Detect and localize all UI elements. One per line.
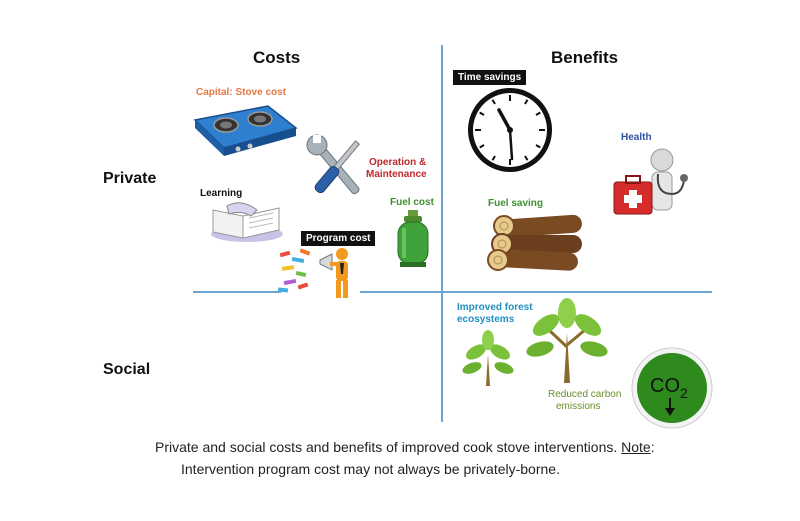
caption-note-word: Note	[621, 439, 651, 455]
vertical-divider	[441, 45, 443, 422]
horizontal-divider-left	[193, 291, 281, 293]
health-label: Health	[621, 132, 652, 143]
private-row-label: Private	[103, 170, 157, 187]
fuel-cost-label: Fuel cost	[390, 197, 434, 208]
learning-book-icon	[211, 202, 283, 242]
co2-text: CO	[650, 375, 680, 397]
gas-cylinder-icon	[397, 210, 429, 267]
social-row-label: Social	[103, 361, 151, 378]
co2-reduction-icon: CO 2	[631, 347, 713, 429]
caption-line-1: Private and social costs and benefits of…	[155, 439, 655, 455]
costs-header: Costs	[253, 48, 301, 67]
caption-main-text: Private and social costs and benefits of…	[155, 439, 622, 455]
operation-maintenance-label-line1: Operation &	[369, 157, 427, 168]
operation-maintenance-label-line2: Maintenance	[366, 169, 427, 180]
health-doctor-kit-icon	[613, 148, 688, 215]
caption-line-2: Intervention program cost may not always…	[181, 461, 560, 477]
improved-forest-label-line2: ecosystems	[457, 314, 515, 325]
clock-icon	[468, 88, 552, 172]
firewood-logs-icon	[487, 214, 582, 271]
fuel-saving-label: Fuel saving	[488, 198, 544, 209]
reduced-carbon-label-line1: Reduced carbon	[548, 389, 622, 400]
horizontal-divider-right	[360, 291, 712, 293]
time-savings-label: Time savings	[453, 70, 527, 85]
benefits-header: Benefits	[551, 48, 619, 67]
capital-stove-cost-label: Capital: Stove cost	[196, 87, 287, 98]
wrench-screwdriver-icon	[306, 134, 361, 195]
caption-note-colon: :	[650, 439, 655, 455]
gas-stove-icon	[193, 105, 298, 156]
improved-forest-label-line1: Improved forest	[457, 302, 533, 313]
learning-label: Learning	[200, 188, 243, 199]
large-tree-icon	[526, 298, 608, 383]
reduced-carbon-label-line2: emissions	[556, 401, 601, 412]
small-tree-icon	[462, 330, 514, 386]
co2-subscript-text: 2	[680, 385, 688, 401]
program-megaphone-person-icon	[277, 248, 348, 298]
program-cost-label: Program cost	[301, 231, 376, 246]
